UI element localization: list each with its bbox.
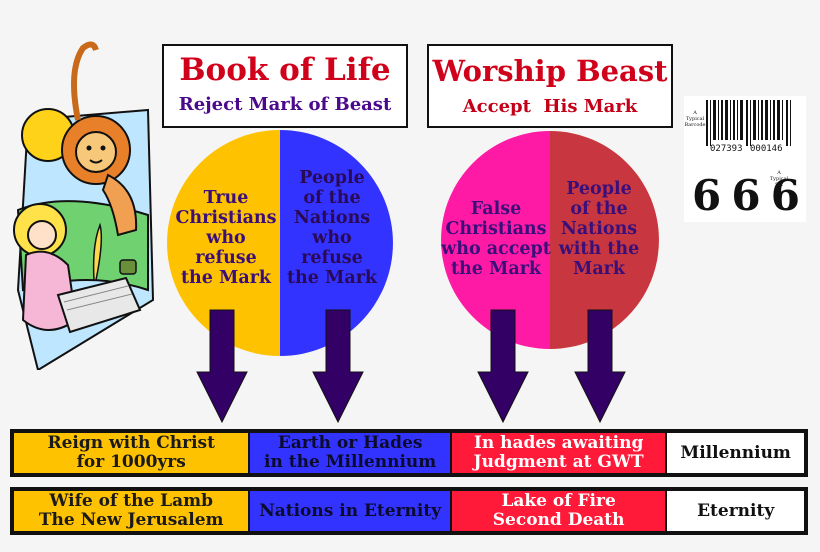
book-of-life-title: Book of Life [179,52,391,88]
lion-scribe-illustration [13,41,155,370]
reject-mark-subtitle: Reject Mark of Beast [178,94,392,115]
false-christians-label: False Christians who accept the Mark [441,199,551,279]
worship-beast-title: Worship Beast [432,54,668,88]
true-christians-label: True Christians who refuse the Mark [175,188,277,288]
book-of-life-box: Book of Life Reject Mark of Beast [162,44,408,128]
eternity-label-cell: Eternity [667,491,804,531]
accept-mark-subtitle: Accept His Mark [462,96,638,117]
barcode-bars [706,100,791,146]
right-circle-crimson-half [550,131,659,349]
arrow-down-icon [574,309,626,424]
circles-diagram [167,130,659,424]
arrow-down-icon [312,309,364,424]
nations-with-mark-label: People of the Nations with the Mark [558,179,640,279]
arrow-down-icon [196,309,248,424]
right-circle-magenta-half [441,131,550,349]
nations-refuse-label: People of the Nations who refuse the Mar… [286,168,378,288]
arrow-down-icon [477,309,529,424]
barcode-666: A Typical Barcode 027393 000146 A Typica… [684,96,806,222]
left-circle-blue-half [280,130,393,356]
left-circle-gold-half [167,130,280,356]
millennium-label-cell: Millennium [667,433,804,473]
barcode-caption-right: A Typical Six [769,170,789,188]
barcode-numbers-left: 027393 [710,144,743,154]
barcode-numbers-right: 000146 [750,144,783,154]
worship-beast-box: Worship Beast Accept His Mark [427,44,673,128]
barcode-caption-left: A Typical Barcode [684,110,706,128]
nations-in-eternity-cell: Nations in Eternity [250,491,450,531]
big-666-digits: 6 6 6 [692,171,800,220]
